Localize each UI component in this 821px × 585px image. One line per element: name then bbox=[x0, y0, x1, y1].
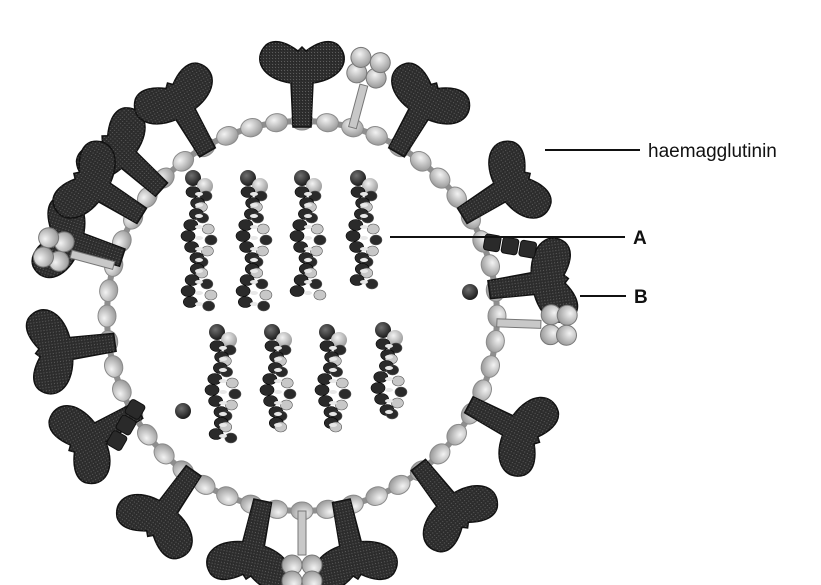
envelope-bead bbox=[102, 354, 125, 380]
envelope-bead bbox=[315, 112, 339, 133]
envelope-bead bbox=[485, 329, 506, 353]
label-b: B bbox=[580, 287, 648, 308]
envelope-bead bbox=[239, 116, 265, 139]
label-b-text: B bbox=[634, 287, 648, 308]
envelope-bead bbox=[264, 112, 288, 133]
rna-segment bbox=[260, 324, 296, 432]
label-haemagglutinin: haemagglutinin bbox=[545, 141, 777, 162]
label-a-text: A bbox=[633, 228, 647, 249]
envelope-bead bbox=[363, 484, 390, 509]
label-haemagglutinin-text: haemagglutinin bbox=[648, 141, 777, 162]
neuraminidase-spike bbox=[282, 511, 322, 585]
envelope-bead bbox=[214, 123, 241, 148]
rna-segment bbox=[290, 170, 326, 300]
envelope-bead bbox=[479, 253, 502, 279]
rna-segment bbox=[205, 324, 241, 443]
ribonucleoprotein-segments bbox=[181, 170, 407, 443]
rna-segment bbox=[346, 170, 382, 289]
rna-segment bbox=[236, 170, 272, 311]
rna-segment bbox=[181, 170, 217, 311]
neuraminidase-spike bbox=[496, 303, 577, 346]
rna-segment bbox=[371, 322, 407, 419]
envelope-bead bbox=[98, 278, 119, 302]
envelope-bead bbox=[214, 484, 241, 509]
haemagglutinin-spike bbox=[110, 447, 228, 565]
envelope-bead bbox=[363, 123, 390, 148]
rna-segment bbox=[315, 324, 351, 432]
envelope-bead bbox=[98, 305, 116, 327]
envelope-bead bbox=[479, 354, 502, 380]
